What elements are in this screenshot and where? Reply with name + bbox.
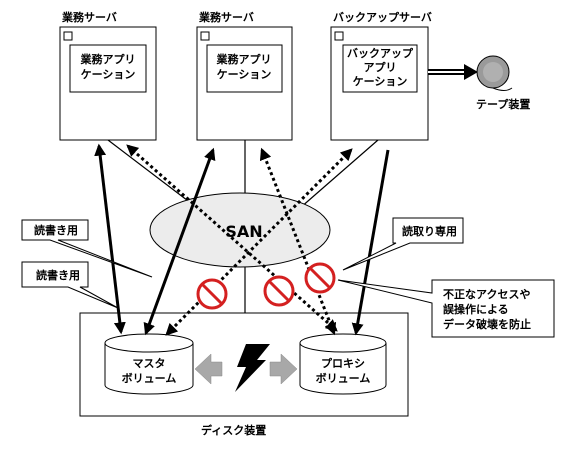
server-1-app-line-2: ケーション [81, 68, 136, 81]
server-1-window-icon [63, 31, 73, 41]
callout-rw-upper-text: 読書き用 [34, 223, 78, 237]
disk-device-label: ディスク装置 [201, 423, 266, 437]
arrow-backup-proxy [351, 149, 390, 336]
backup-server-app-line-2: アプリ [364, 60, 397, 74]
server-1-app-box [69, 44, 147, 93]
lightning-bolt-icon [235, 344, 270, 392]
copy-arrow-left-icon [194, 353, 223, 385]
copy-arrow-right-icon [269, 353, 298, 385]
callout-rw-lower: 読書き用 [21, 261, 119, 309]
server-2-window-icon [200, 31, 210, 41]
proxy-volume-line-2: ボリューム [316, 371, 371, 385]
backup-server-app-box [342, 44, 418, 93]
callout-rw-lower-text: 読書き用 [36, 268, 80, 282]
server-2-app-line-2: ケーション [217, 68, 272, 81]
backup-server: バックアップサーバ バックアップ アプリ ケーション [330, 10, 432, 141]
tape-device-icon [476, 55, 513, 91]
callout-note: 不正なアクセスや 誤操作による データ破壊を防止 [337, 279, 555, 338]
server-1: 業務サーバ 業務アプリ ケーション [59, 10, 157, 141]
arrow-server1-master [94, 143, 126, 335]
callout-note-line-2: 誤操作による [443, 302, 509, 316]
dotted-arrow-backup-master [165, 148, 353, 336]
server-2-title: 業務サーバ [198, 10, 254, 24]
master-volume-cylinder [104, 333, 194, 395]
backup-server-title: バックアップサーバ [333, 10, 432, 24]
server-2-app-box [206, 44, 283, 93]
backup-server-window-icon [334, 31, 344, 41]
server-2: 業務サーバ 業務アプリ ケーション [196, 10, 293, 141]
server-1-title: 業務サーバ [61, 10, 117, 24]
callout-readonly: 読取り専用 [342, 217, 464, 271]
backup-server-app-line-1: バックアップ [347, 46, 414, 60]
callout-note-line-3: データ破壊を防止 [443, 317, 531, 331]
backup-server-app-line-3: ケーション [353, 75, 408, 88]
master-volume-line-2: ボリューム [122, 371, 177, 385]
server-1-app-line-1: 業務アプリ [80, 52, 136, 66]
prohibit-icon-2 [263, 275, 295, 307]
access-arrows-dotted [126, 144, 353, 336]
proxy-volume-line-1: プロキシ [321, 356, 365, 370]
tape-link-arrow [428, 64, 478, 80]
callout-rw-upper: 読書き用 [21, 219, 153, 278]
master-volume-line-1: マスタ [133, 357, 166, 370]
proxy-volume-cylinder [299, 333, 387, 395]
prohibit-icon-3 [304, 262, 336, 294]
tape-label: テープ装置 [476, 97, 530, 111]
prohibit-icon-1 [196, 278, 228, 310]
callout-note-line-1: 不正なアクセスや [443, 288, 530, 301]
callout-readonly-text: 読取り専用 [402, 224, 457, 238]
server-2-app-line-1: 業務アプリ [216, 52, 272, 66]
